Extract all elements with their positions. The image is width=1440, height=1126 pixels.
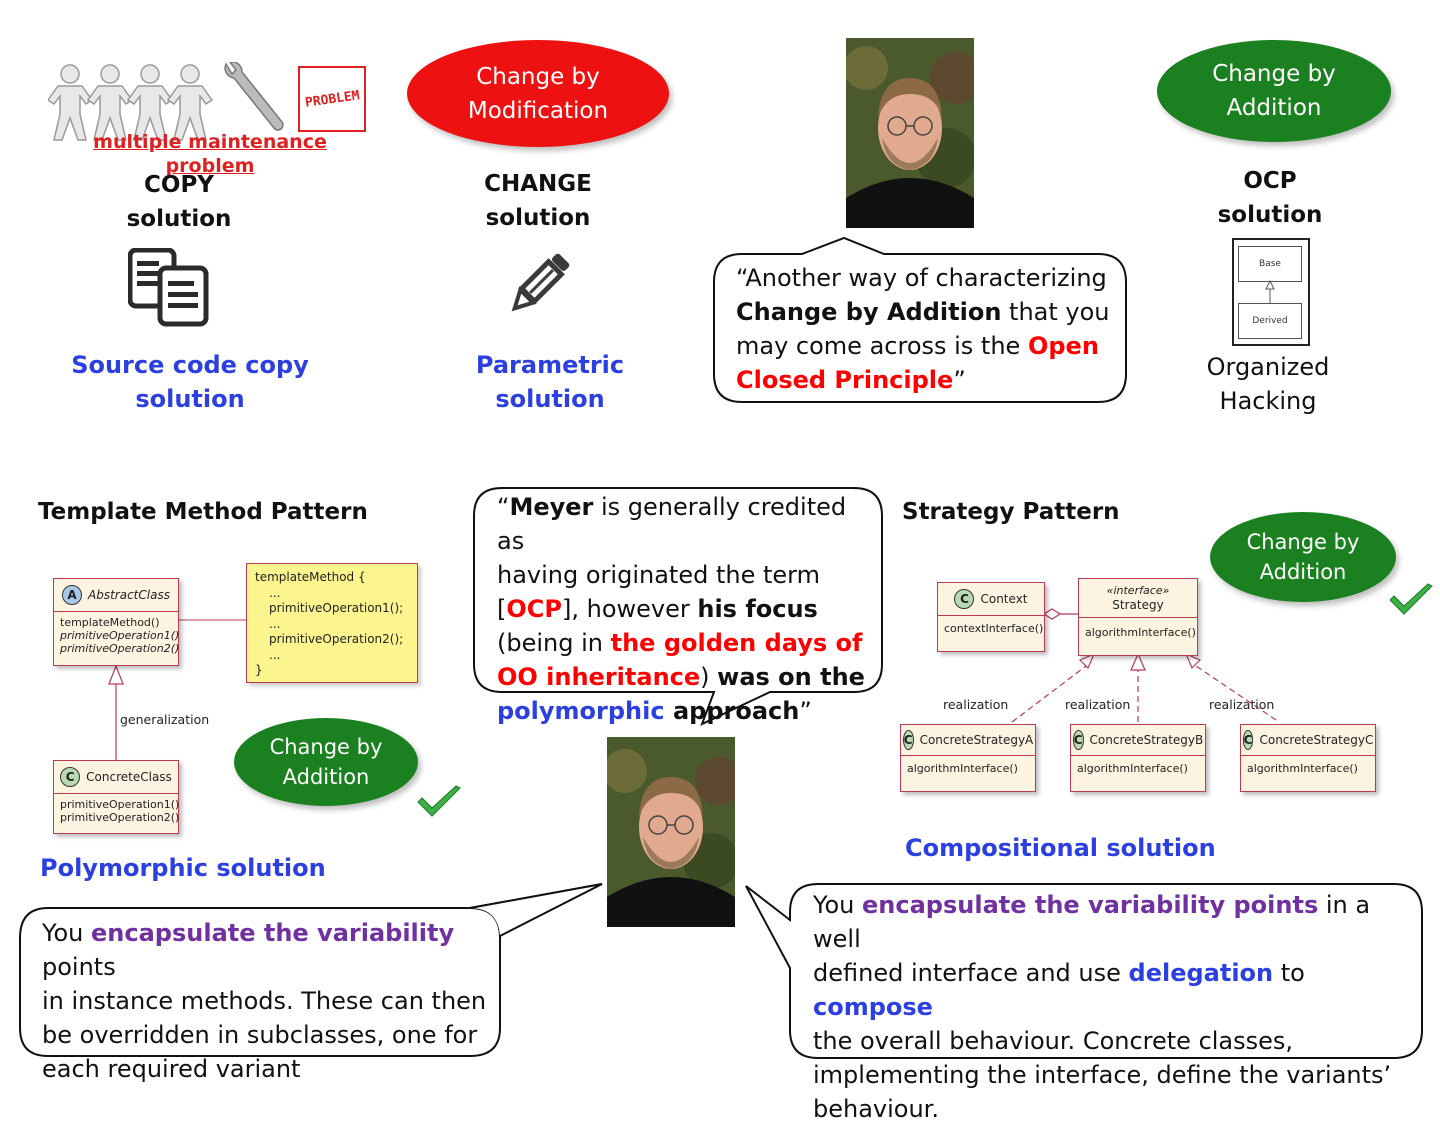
concrete-strategy-b-icon: C [1072, 730, 1084, 750]
concrete-strategy-b-box: C ConcreteStrategyB algorithmInterface() [1070, 724, 1206, 792]
template-method-title: Template Method Pattern [38, 499, 368, 525]
generalization-label: generalization [120, 712, 210, 727]
change-by-addition-ellipse-strategy: Change by Addition [1210, 512, 1396, 602]
abstract-class-box: A AbstractClass templateMethod() primiti… [53, 578, 179, 666]
abstract-class-icon: A [62, 585, 83, 605]
organized-hacking-label: Organized Hacking [1206, 353, 1330, 415]
ocp-quote-bubble [713, 236, 1127, 403]
meyer-quote-bubble [473, 487, 883, 726]
concrete-strategy-c-icon: C [1242, 730, 1254, 750]
checkmark-icon-strategy [1389, 583, 1433, 615]
context-class-icon: C [954, 589, 975, 609]
strategy-title: Strategy Pattern [902, 499, 1120, 525]
strategy-uml-connectors [1011, 608, 1277, 723]
concrete-strategy-a-box: C ConcreteStrategyA algorithmInterface() [900, 724, 1036, 792]
problem-badge: PROBLEM [298, 66, 366, 132]
ocp-title: OCP solution [1217, 168, 1323, 228]
meyer-photo-bottom [607, 737, 735, 927]
meyer-quote-text: “Meyer is generally credited as having o… [497, 493, 865, 725]
concrete-strategy-c-box: C ConcreteStrategyC algorithmInterface() [1240, 724, 1376, 792]
change-by-modification-ellipse: Change by Modification [407, 40, 669, 147]
strategy-interface-box: «interface» Strategy algorithmInterface(… [1078, 578, 1198, 656]
copy-solution-label: Source code copy solution [71, 351, 309, 413]
polymorphic-solution-label: Polymorphic solution [40, 854, 326, 882]
copy-icon [128, 248, 209, 327]
derived-box: Derived [1238, 303, 1302, 339]
problem-label: PROBLEM [303, 87, 361, 111]
compositional-bubble-text: You encapsulate the variability points i… [813, 891, 1392, 1123]
polymorphic-bubble-text: You encapsulate the variability points i… [42, 919, 487, 1083]
concrete-class-box: C ConcreteClass primitiveOperation1() pr… [53, 760, 179, 834]
copy-title: COPY solution [126, 172, 232, 232]
paper-people-illustration [48, 62, 284, 141]
template-uml-connectors [108, 619, 248, 760]
checkmark-icon-template [417, 785, 461, 817]
base-derived-diagram: Base Derived [1232, 238, 1310, 346]
realization-label-a: realization [943, 697, 1009, 712]
pencil-icon [511, 253, 570, 312]
meyer-photo-top [846, 38, 974, 228]
compositional-solution-label: Compositional solution [905, 834, 1216, 862]
wrench-icon [224, 62, 284, 131]
change-title: CHANGE solution [484, 171, 592, 231]
polymorphic-bubble [19, 883, 603, 1057]
maintenance-problem-link[interactable]: multiple maintenance problem [93, 131, 327, 177]
parametric-solution-label: Parametric solution [475, 351, 625, 413]
change-by-addition-ellipse-template: Change by Addition [234, 718, 418, 806]
base-box: Base [1238, 246, 1302, 282]
context-class-box: C Context contextInterface() [937, 582, 1045, 652]
concrete-strategy-a-icon: C [902, 730, 914, 750]
template-method-note: templateMethod { ... primitiveOperation1… [246, 563, 418, 683]
compositional-bubble [745, 883, 1423, 1059]
realization-label-c: realization [1209, 697, 1275, 712]
concrete-class-icon: C [60, 767, 81, 787]
realization-label-b: realization [1065, 697, 1131, 712]
change-by-addition-ellipse-top: Change by Addition [1157, 40, 1391, 142]
ocp-quote-text: “Another way of characterizing Change by… [736, 264, 1110, 394]
